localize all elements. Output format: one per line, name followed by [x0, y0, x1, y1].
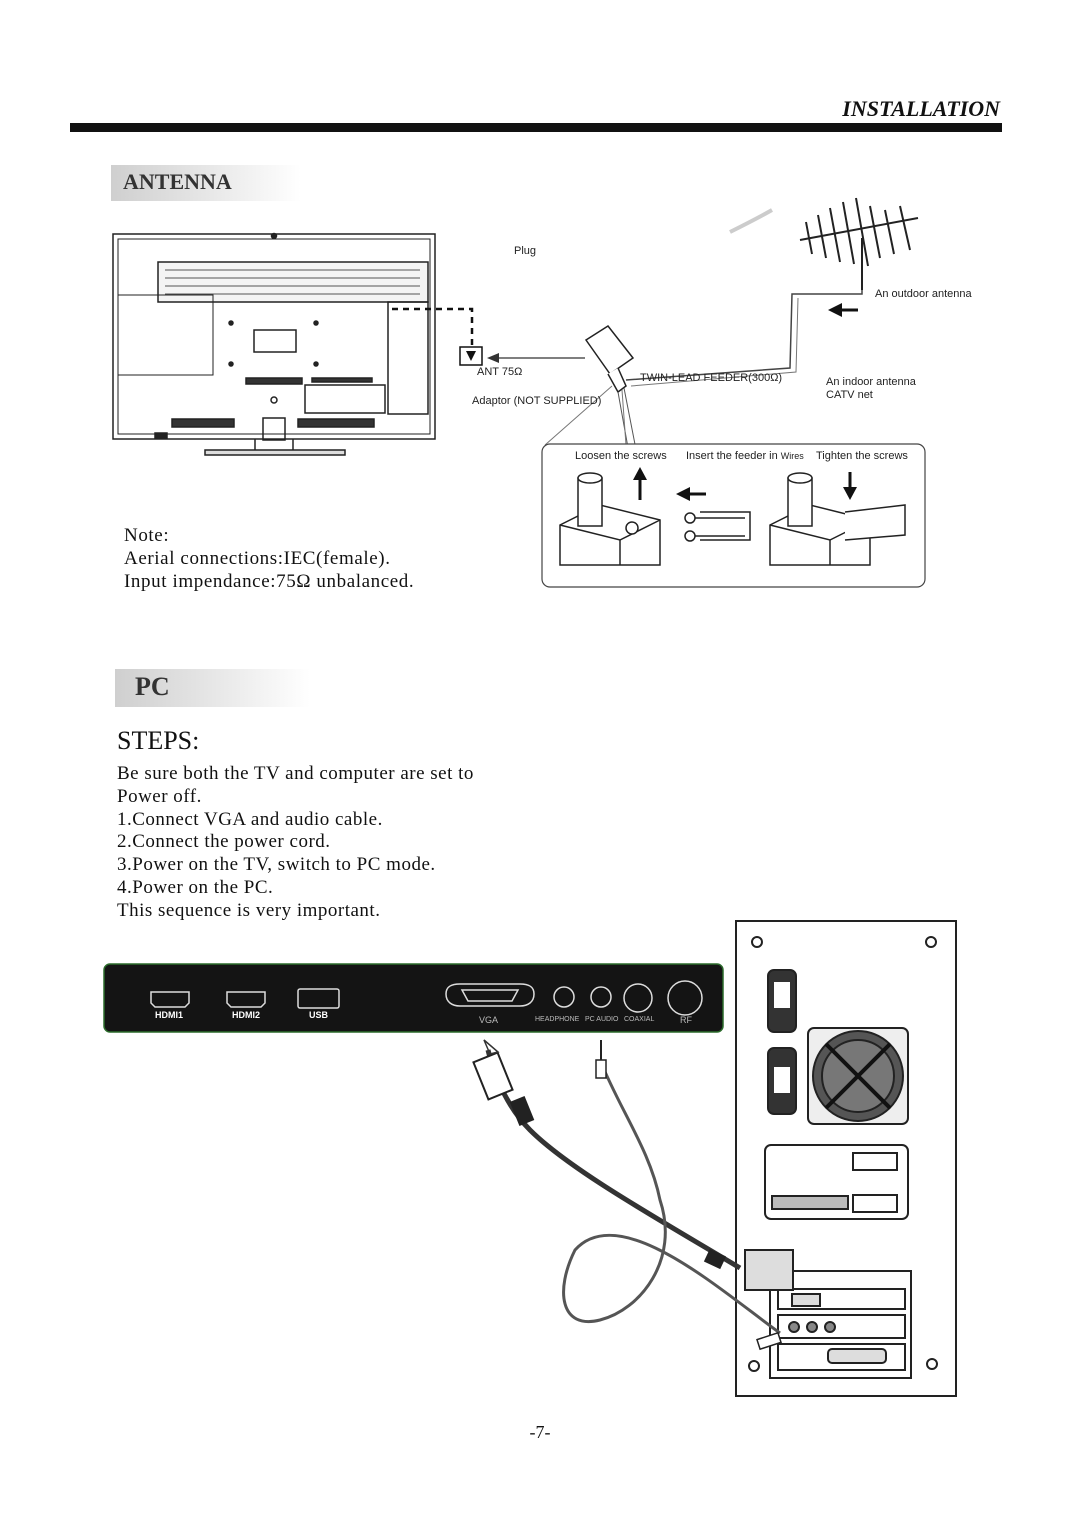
- label-insert-feeder-a: Insert the feeder in: [686, 450, 778, 462]
- pc-heading: PC: [135, 672, 170, 701]
- step-line: This sequence is very important.: [117, 899, 381, 921]
- section-header-title: INSTALLATION: [842, 96, 1000, 121]
- tv-back-illustration: [112, 232, 436, 456]
- rf-port: [667, 980, 703, 1016]
- label-adaptor: Adaptor (NOT SUPPLIED): [472, 395, 602, 407]
- headphone-port: [553, 986, 575, 1008]
- pc-audio-port: [590, 986, 612, 1008]
- usb-port: [297, 988, 340, 1009]
- tv-port-panel: [103, 963, 724, 1033]
- label-loosen-screws: Loosen the screws: [575, 450, 667, 462]
- pc-connection-diagram: [103, 920, 957, 1397]
- label-outdoor-antenna: An outdoor antenna: [875, 288, 972, 300]
- label-insert-feeder: Insert the feeder in Wires: [686, 450, 804, 462]
- antenna-diagram: [112, 197, 926, 588]
- step-line: Be sure both the TV and computer are set…: [117, 763, 474, 784]
- port-label-pc-audio: PC AUDIO: [585, 1016, 619, 1023]
- steps-list: Be sure both the TV and computer are set…: [117, 763, 474, 923]
- vga-port: [445, 983, 535, 1007]
- port-label-vga: VGA: [479, 1015, 499, 1025]
- step-line: 1.Connect VGA and audio cable.: [117, 808, 383, 830]
- port-label-rf: RF: [680, 1015, 692, 1025]
- step-line: 3.Power on the TV, switch to PC mode.: [117, 854, 436, 876]
- terminal-tighten-illustration: [769, 472, 906, 566]
- step-line: 4.Power on the PC.: [117, 876, 274, 898]
- steps-title: STEPS:: [117, 726, 200, 755]
- label-catv-net: CATV net: [826, 389, 873, 401]
- outdoor-antenna-illustration: [799, 197, 919, 290]
- label-plug: Plug: [514, 245, 537, 257]
- antenna-heading: ANTENNA: [123, 169, 232, 194]
- label-insert-feeder-b: Wires: [780, 451, 804, 461]
- label-ant-75: ANT 75Ω: [477, 366, 523, 378]
- step-line: 2.Connect the power cord.: [117, 831, 331, 853]
- pc-heading-tab: PC: [115, 669, 310, 707]
- port-label-hdmi2: HDMI2: [232, 1010, 261, 1020]
- coaxial-port: [623, 983, 653, 1013]
- feeder-wire-illustration: [684, 511, 751, 542]
- antenna-heading-tab: ANTENNA: [111, 165, 301, 201]
- note-title: Note:: [124, 525, 170, 546]
- antenna-note: Note: Aerial connections:IEC(female). In…: [124, 524, 414, 593]
- label-indoor-antenna: An indoor antenna: [826, 376, 916, 388]
- header-rule: [70, 123, 1002, 132]
- terminal-loosen-illustration: [559, 472, 661, 566]
- step-line: Power off.: [117, 785, 202, 807]
- port-label-usb: USB: [309, 1010, 329, 1020]
- port-label-coaxial: COAXIAL: [624, 1016, 655, 1023]
- page-number: -7-: [529, 1422, 551, 1442]
- port-label-hdmi1: HDMI1: [155, 1010, 184, 1020]
- label-twin-lead-feeder: TWIN-LEAD FEEDER(300Ω): [640, 372, 783, 384]
- label-tighten-screws: Tighten the screws: [816, 450, 908, 462]
- note-line-1: Aerial connections:IEC(female).: [124, 548, 391, 569]
- note-line-2: Input impendance:75Ω unbalanced.: [124, 571, 415, 592]
- hdmi2-port: [226, 991, 266, 1008]
- hdmi1-port: [150, 991, 190, 1008]
- port-label-headphone: HEADPHONE: [535, 1016, 580, 1023]
- audio-cable: [562, 1059, 781, 1335]
- pc-tower-illustration: [735, 920, 957, 1397]
